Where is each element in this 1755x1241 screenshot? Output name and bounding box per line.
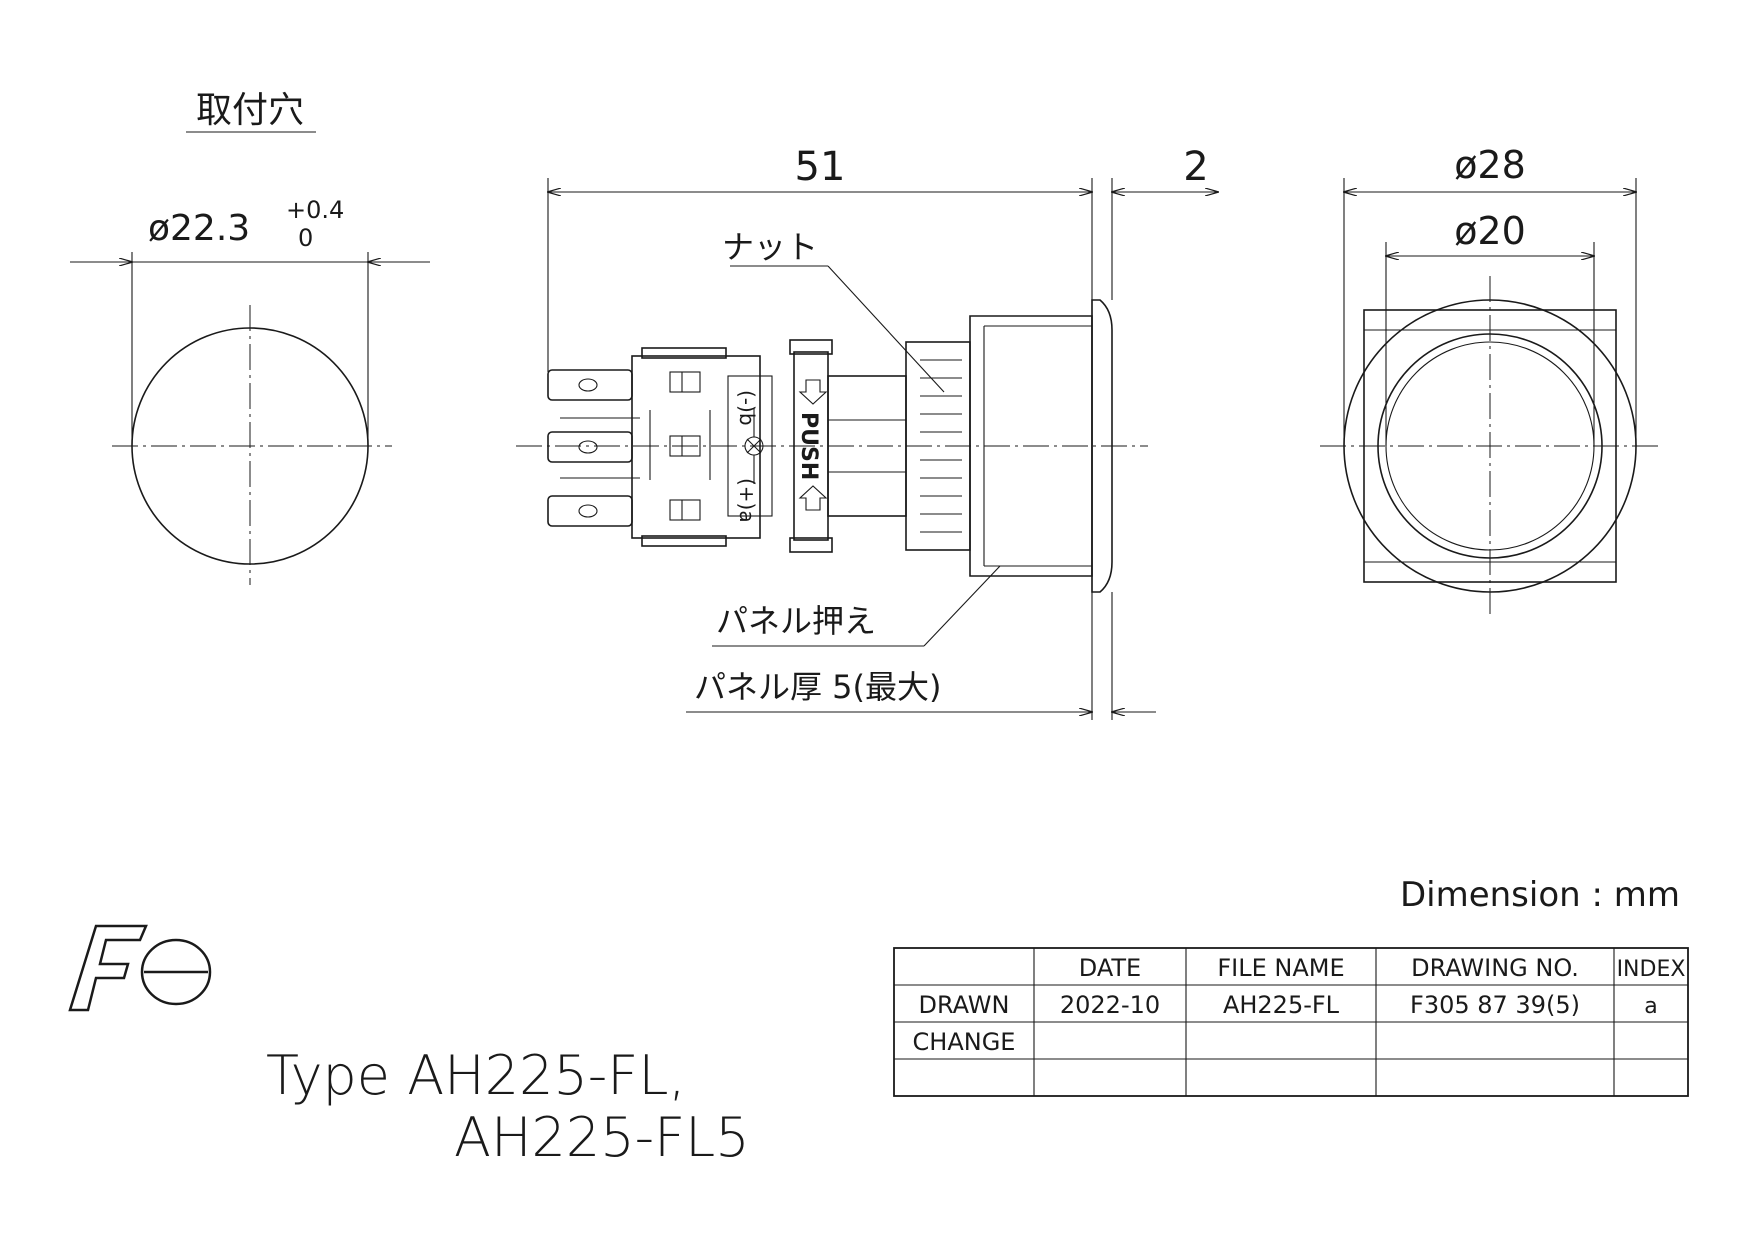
panel-thickness-callout: パネル厚 5(最大) — [694, 668, 942, 706]
type-label-line2: AH225-FL5 — [454, 1106, 750, 1169]
tb-row-drawn-label: DRAWN — [919, 991, 1010, 1019]
hole-diameter-label: ø22.3 — [148, 208, 250, 249]
tb-row-drawn-drawing-no: F305 87 39(5) — [1410, 991, 1580, 1019]
tb-header-file-name: FILE NAME — [1217, 954, 1344, 982]
tb-row-drawn-date: 2022-10 — [1060, 991, 1160, 1019]
side-view: 51 2 — [516, 144, 1218, 720]
outer-diameter-label: ø28 — [1454, 143, 1526, 187]
terminals — [547, 369, 640, 527]
tb-header-index: INDEX — [1617, 957, 1686, 982]
mounting-hole-title: 取付穴 — [196, 90, 304, 131]
tb-header-date: DATE — [1079, 954, 1141, 982]
b-contact-mark: (-)b — [735, 390, 759, 426]
a-contact-mark: (+)a — [735, 478, 759, 523]
panel-holder-callout: パネル押え — [716, 602, 876, 640]
type-label-line1: Type AH225-FL, — [266, 1044, 686, 1107]
contact-block: (-)b (+)a — [631, 347, 773, 547]
tb-row-change-label: CHANGE — [913, 1028, 1016, 1056]
push-strip: PUSH — [789, 339, 833, 553]
units-note: Dimension : mm — [1400, 875, 1680, 915]
mounting-hole-view: 取付穴 ø22.3 +0.4 0 — [70, 90, 430, 585]
front-view: ø28 ø20 — [1320, 143, 1660, 616]
bezel — [1091, 299, 1113, 593]
front-protrusion-label: 2 — [1183, 144, 1208, 190]
body-length-label: 51 — [795, 144, 846, 190]
tb-header-drawing-no: DRAWING NO. — [1411, 954, 1579, 982]
hole-tolerance-upper: +0.4 — [286, 196, 344, 224]
fe-logo — [68, 924, 212, 1012]
hole-tolerance-lower: 0 — [298, 224, 313, 252]
inner-diameter-label: ø20 — [1454, 209, 1526, 253]
tb-row-drawn-index: a — [1644, 994, 1657, 1019]
push-mark: PUSH — [796, 412, 821, 480]
tb-row-drawn-file-name: AH225-FL — [1223, 991, 1340, 1019]
title-block: DATE FILE NAME DRAWING NO. INDEX DRAWN 2… — [893, 947, 1689, 1097]
nut-callout: ナット — [722, 228, 818, 266]
